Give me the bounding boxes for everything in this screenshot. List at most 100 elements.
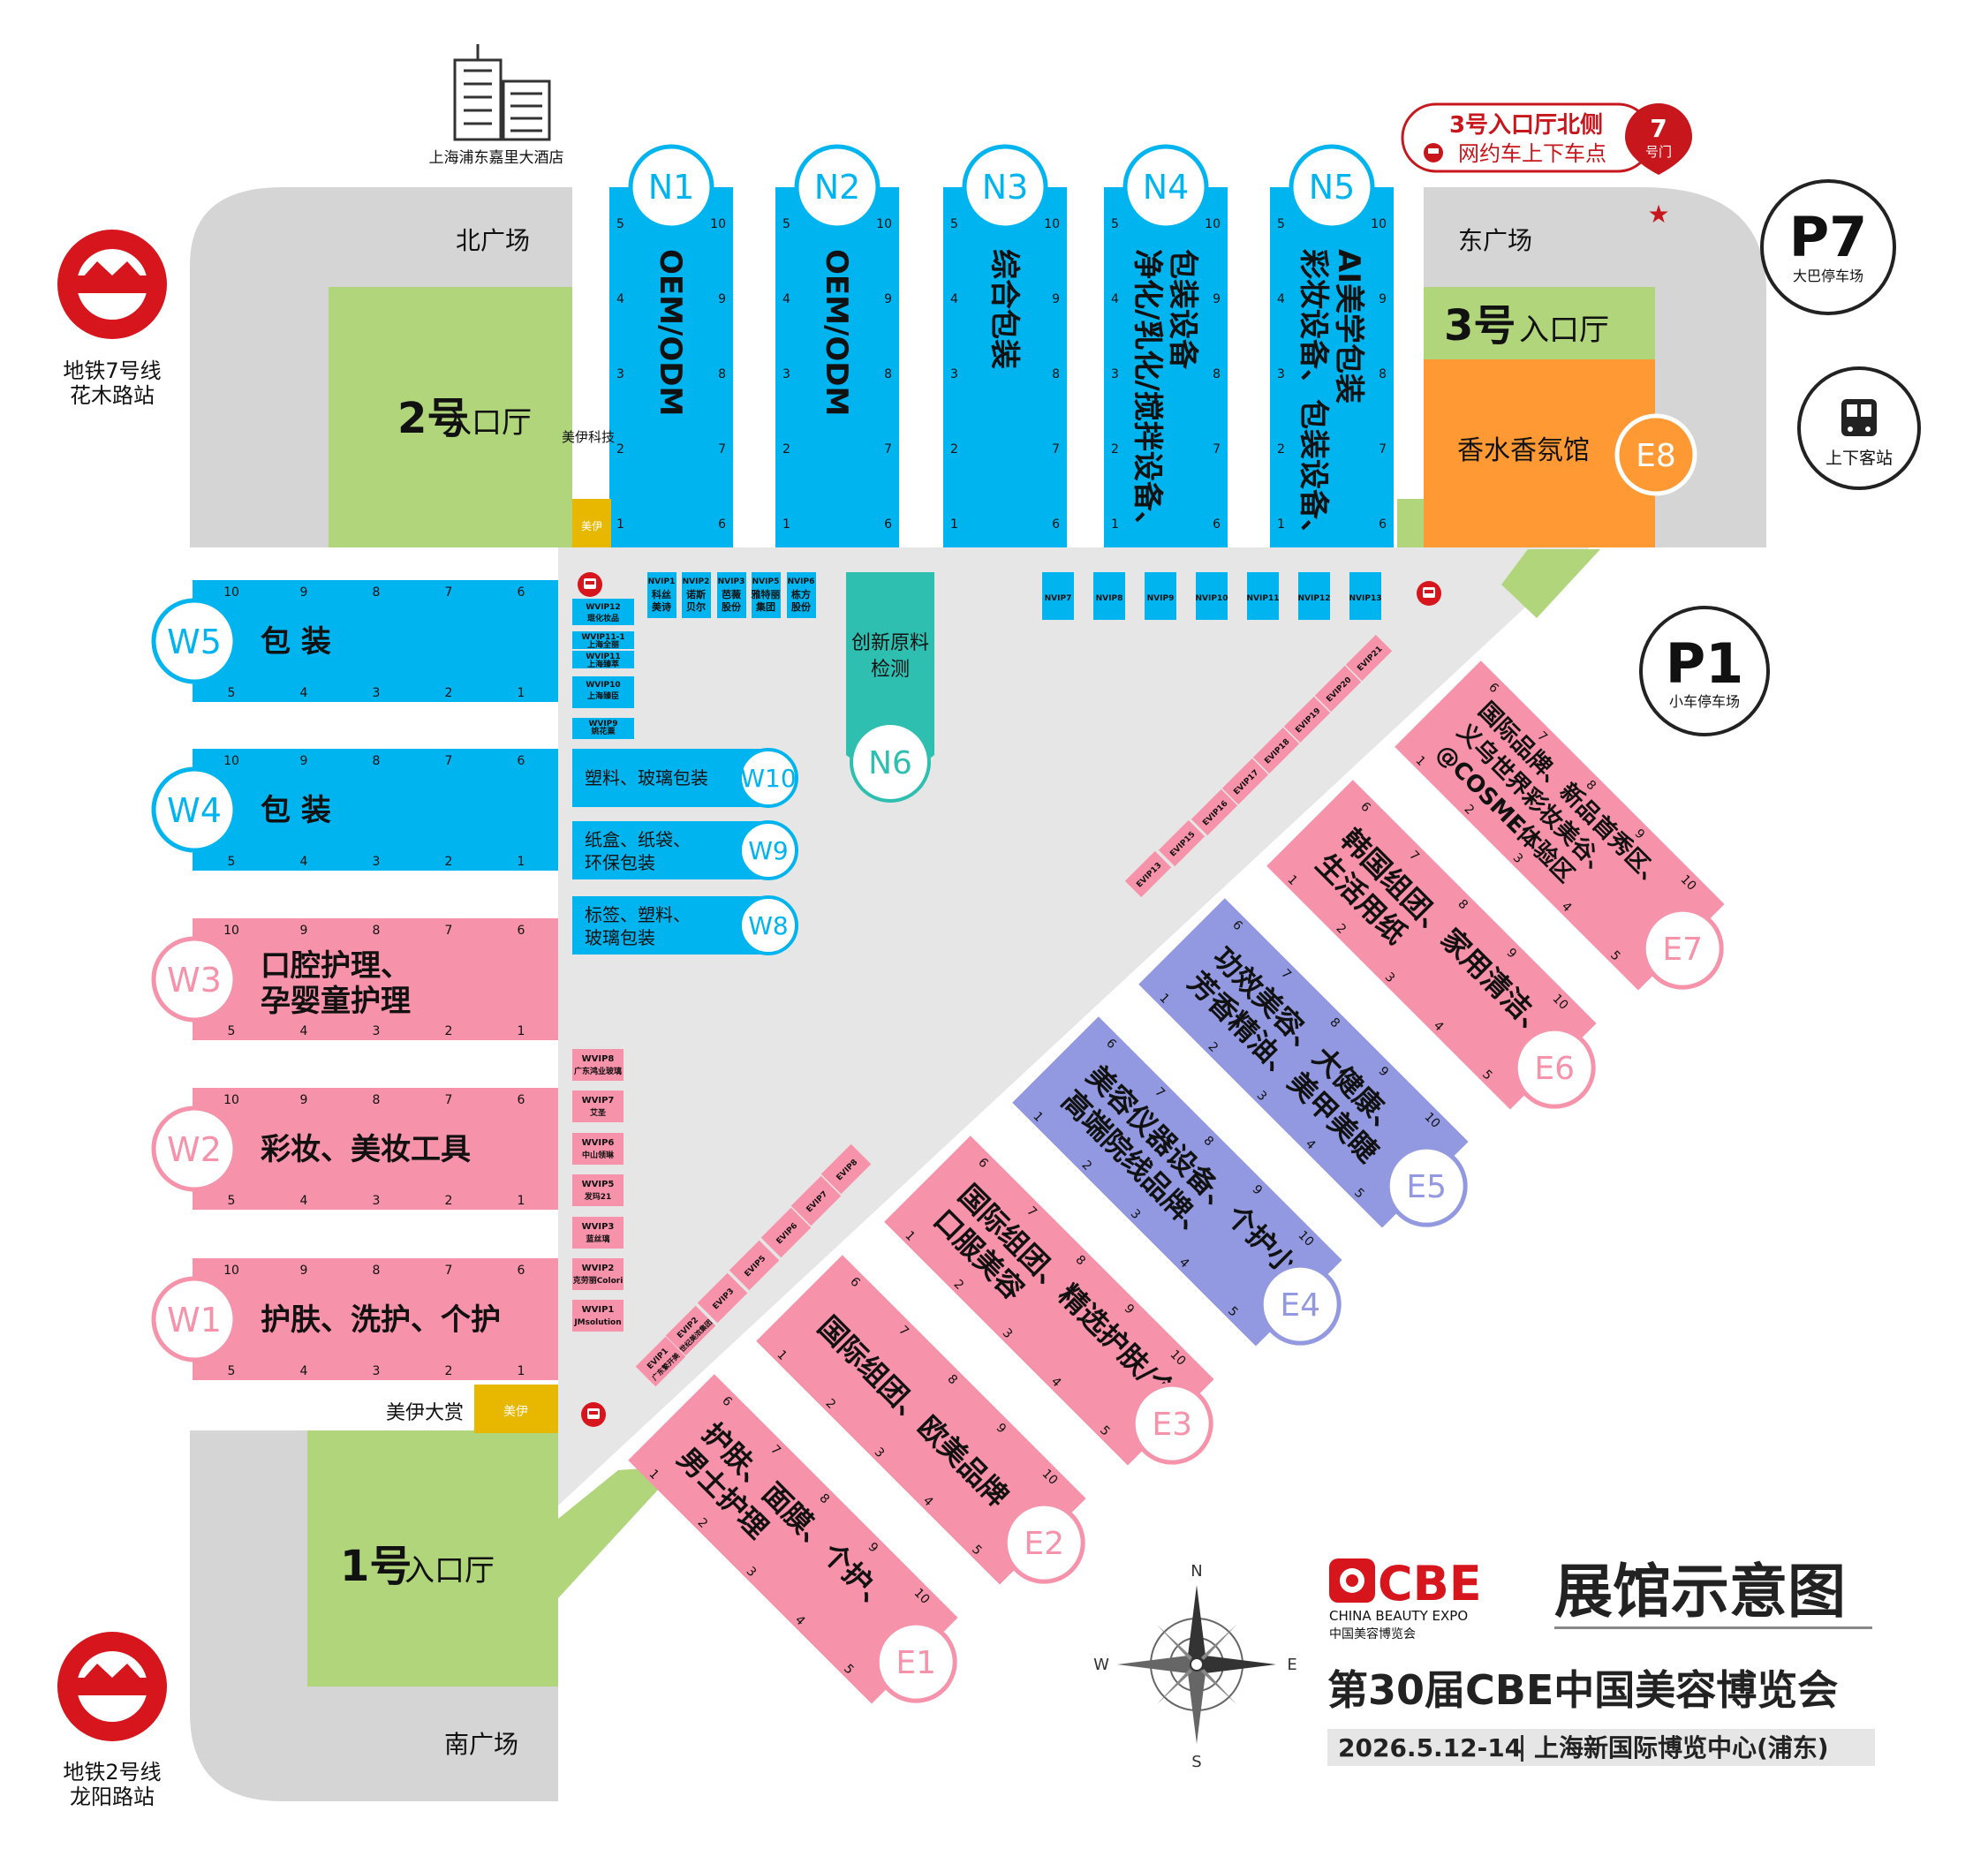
booth-number: 4 (300, 855, 308, 869)
booth-name: 芭薇 (722, 588, 741, 600)
hall-code: N3 (982, 168, 1029, 207)
booth-number: 9 (300, 1093, 308, 1107)
booth-number: 10 (1205, 217, 1221, 231)
booth-number: 10 (876, 217, 892, 231)
evip-booth[interactable]: EVIP5 (729, 1240, 780, 1291)
booth-block (572, 1300, 624, 1332)
booth-number: 1 (1277, 517, 1285, 532)
evip-booth[interactable]: EVIP3 (697, 1272, 748, 1324)
booth-block (1283, 696, 1331, 743)
booth-number: 8 (718, 367, 726, 381)
booth-number: 2 (445, 686, 453, 700)
hall-code: W2 (167, 1130, 222, 1169)
hall-code: W5 (167, 623, 222, 661)
booth-block (790, 1175, 842, 1226)
booth-name: 贝尔 (686, 600, 706, 613)
hall-label: 包 装 (261, 624, 331, 660)
evip-booth[interactable]: EVIP8 (820, 1143, 872, 1195)
hall1-entrance (307, 1430, 558, 1687)
booth-number: 9 (718, 292, 726, 306)
booth-number: 2 (445, 1024, 453, 1038)
hall3-entrance-text: 入口厅 (1519, 313, 1609, 348)
hall-block (943, 187, 1067, 547)
hall-e8-label: 香水香氛馆 (1457, 435, 1590, 466)
booth-name: 中山领琳 (582, 1150, 615, 1160)
booth-code: NVIP6 (788, 577, 815, 586)
booth-name: 上海全丽 (587, 639, 619, 650)
nvip-booth[interactable]: NVIP12 (1298, 572, 1331, 620)
evip-booth[interactable]: EVIP13 (1124, 850, 1172, 898)
evip-booth[interactable]: EVIP6 (760, 1207, 812, 1258)
hall-block (775, 187, 899, 547)
booth-number: 7 (445, 1093, 453, 1107)
hall-badge (1289, 144, 1375, 230)
hall-badge (628, 144, 714, 230)
hall-e8[interactable]: 香水香氛馆 E8 (1424, 359, 1697, 547)
booth-code: NVIP11 (1247, 594, 1280, 603)
nvip-booth[interactable]: NVIP13 (1349, 572, 1382, 620)
nvip-booth[interactable]: NVIP11 (1247, 572, 1280, 620)
hall-block (1104, 187, 1228, 547)
evip-booth[interactable]: EVIP7 (790, 1175, 842, 1226)
meiyi-award-booth[interactable]: 美伊大赏 美伊 (386, 1385, 558, 1433)
gate7-label: 号门 (1645, 144, 1672, 160)
hall-badge (1641, 907, 1724, 990)
p7-parking: P7 大巴停车场 (1760, 179, 1896, 315)
hall-block (756, 1255, 1086, 1585)
date-venue-bar (1327, 1729, 1875, 1766)
meiyi-tech-booth[interactable]: 美伊科技 美伊 (562, 429, 615, 547)
hall-label: 孕婴童护理 (261, 984, 411, 1019)
booth-number: 1 (518, 1364, 525, 1378)
booth-name: 艾圣 (590, 1107, 607, 1118)
hall-n6-badge (850, 721, 931, 803)
hall-label: AI美学包装彩妆设备、包装设备、 (1296, 249, 1366, 549)
cbe-logo-text: CBE (1378, 1556, 1482, 1611)
booth-number: 2 (616, 442, 624, 457)
hall-n6[interactable]: 创新原料 检测 N6 (846, 572, 934, 803)
booth-number: 5 (1277, 217, 1285, 231)
booth-number: 6 (884, 517, 892, 532)
nvip-booth[interactable]: NVIP8 (1093, 572, 1125, 620)
booth-number: 7 (445, 1264, 453, 1278)
hall-code: E3 (1152, 1407, 1192, 1443)
booth-code: WVIP10 (586, 681, 620, 690)
nvip-booth[interactable]: NVIP10 (1196, 572, 1228, 620)
booth-name: 雅特丽 (752, 588, 781, 600)
booth-block (717, 572, 746, 618)
meiyi-logo-icon: 美伊 (503, 1405, 528, 1419)
nvip-booth[interactable]: NVIP9 (1145, 572, 1176, 620)
booth-number: 5 (782, 217, 790, 231)
nvip-booth[interactable]: NVIP7 (1042, 572, 1074, 620)
